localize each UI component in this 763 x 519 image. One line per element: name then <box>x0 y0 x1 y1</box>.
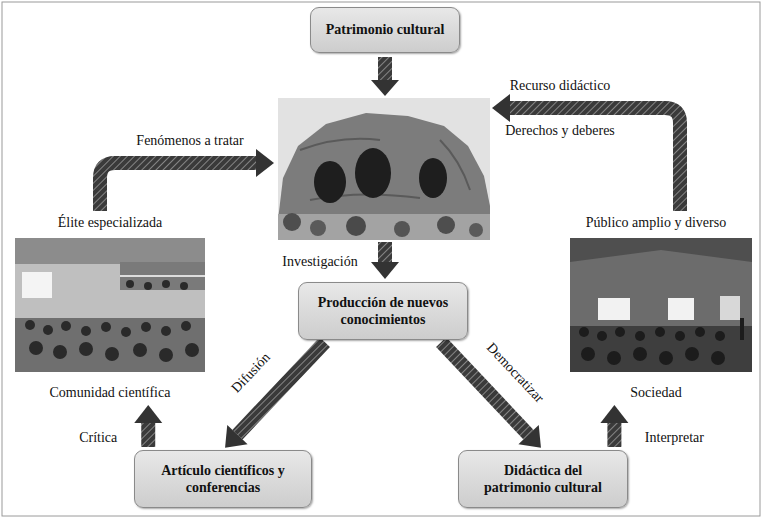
photo-background <box>15 238 205 372</box>
photo-floor <box>570 326 752 372</box>
curved-arrow <box>100 163 256 211</box>
bush <box>310 220 326 236</box>
panel-caption: Comunidad científica <box>50 384 171 402</box>
flow-arrow <box>371 57 399 279</box>
photo-panel: Élite especializadaComunidad científica <box>10 214 210 402</box>
edge-label: Difusión <box>227 348 275 398</box>
audience <box>579 327 725 365</box>
photo-ground <box>278 214 490 240</box>
arrow-head <box>134 405 162 423</box>
panel-caption: Élite especializada <box>58 214 163 232</box>
flow-connector <box>600 405 628 447</box>
concept-box: Patrimonio cultural <box>310 7 460 53</box>
output-box: Didáctica del patrimonio cultural <box>458 450 628 508</box>
arrow-label: Recurso didáctico <box>510 78 611 94</box>
connector-shaft <box>441 342 528 435</box>
connector-layer <box>134 342 628 448</box>
arrow-shaft <box>378 57 392 80</box>
bush <box>469 223 483 237</box>
arrow-head <box>518 425 541 448</box>
bush <box>283 213 301 231</box>
photo-background <box>570 238 752 372</box>
arrow-head <box>371 80 399 96</box>
photo-ceiling <box>15 238 205 264</box>
arrow-head <box>371 262 399 279</box>
arrow-head <box>256 149 274 177</box>
photo-roof <box>570 238 752 262</box>
box-label: Producción de nuevos conocimientos <box>309 294 457 329</box>
window <box>720 296 740 320</box>
window <box>668 298 694 320</box>
arrow-label: Investigación <box>282 254 357 270</box>
arrow-label: Fenómenos a tratar <box>136 133 243 149</box>
balcony-rail <box>120 275 205 277</box>
box-label: Didáctica del patrimonio cultural <box>469 462 617 497</box>
bush <box>394 221 410 237</box>
box-label: Artículo científicos y conferencias <box>145 462 301 497</box>
projection-screen <box>22 272 52 298</box>
connector-shaft <box>607 423 621 447</box>
heritage-photo <box>278 98 490 240</box>
flow-connector <box>225 342 325 448</box>
edge-label: Democratizar <box>482 338 549 407</box>
box-label: Patrimonio cultural <box>326 21 445 39</box>
process-box: Producción de nuevos conocimientos <box>298 282 468 340</box>
photo-panel: Público amplio y diversoSociedad <box>555 214 757 402</box>
edge-label: Interpretar <box>643 430 706 446</box>
rock-mass <box>278 113 490 240</box>
arrow-shaft <box>378 242 392 262</box>
balcony <box>120 262 205 290</box>
bush <box>346 216 366 236</box>
photo-sky <box>278 98 490 240</box>
bush <box>437 216 455 234</box>
audience <box>25 280 199 362</box>
arrow-head <box>225 425 248 448</box>
edge-label: Crítica <box>77 430 119 446</box>
connector-shaft <box>237 342 324 435</box>
output-box: Artículo científicos y conferencias <box>134 450 312 508</box>
cave-opening <box>355 148 391 198</box>
conference-photo <box>15 238 205 372</box>
cave-opening <box>314 161 346 203</box>
photo-floor <box>15 318 205 372</box>
speaker-figure <box>740 318 744 340</box>
panel-caption: Sociedad <box>630 384 681 402</box>
window <box>598 298 630 320</box>
connector-shaft <box>141 423 155 447</box>
hall-photo <box>570 238 752 372</box>
panel-caption: Público amplio y diverso <box>586 214 726 232</box>
arrow-head <box>600 405 628 423</box>
cave-opening <box>419 158 447 198</box>
arrow-label: Derechos y deberes <box>505 123 615 139</box>
arrow-head <box>492 94 510 122</box>
flow-connector <box>134 405 162 447</box>
